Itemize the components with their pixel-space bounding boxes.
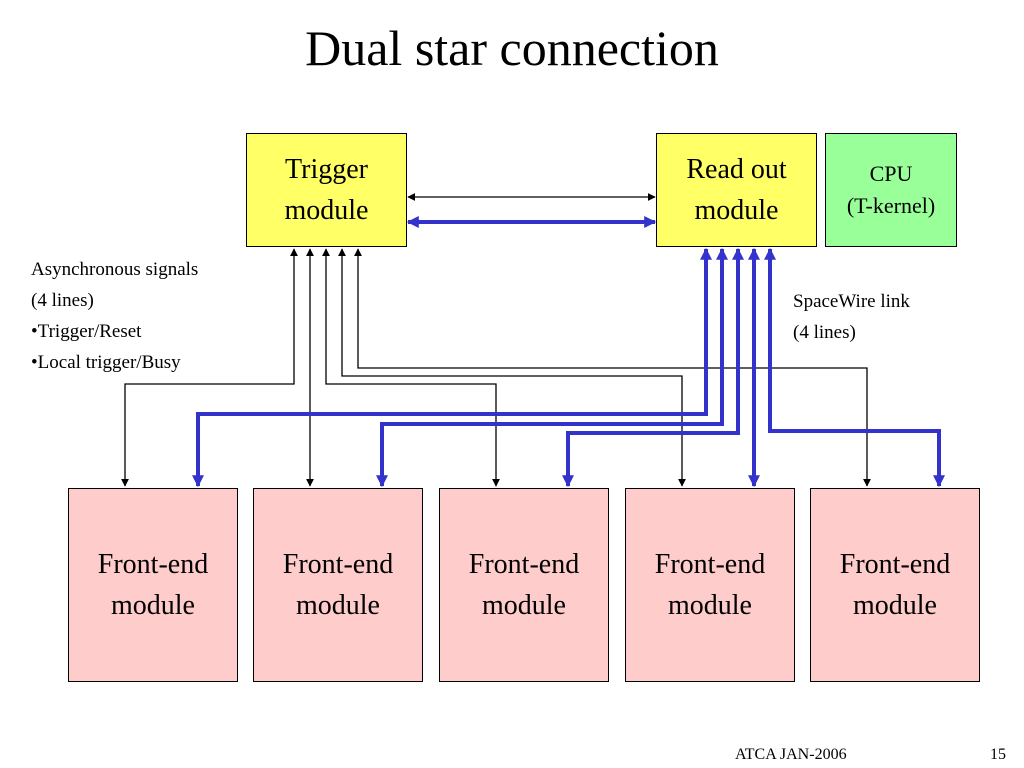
slide-title: Dual star connection — [305, 20, 719, 76]
spacewire-note-line: (4 lines) — [793, 322, 856, 343]
front-end-module-label: Front-end module — [839, 549, 951, 621]
cpu-module-label: CPU (T-kernel) — [846, 161, 936, 218]
front-end-module-3: Front-end module — [439, 488, 609, 682]
cpu-module-box: CPU (T-kernel) — [825, 133, 957, 247]
readout-module-label: Read out module — [686, 154, 787, 226]
front-end-module-1: Front-end module — [68, 488, 238, 682]
async-note-line: Asynchronous signals — [31, 259, 199, 280]
front-end-module-2: Front-end module — [253, 488, 423, 682]
spacewire-note: SpaceWire link (4 lines) — [793, 286, 910, 348]
front-end-module-label: Front-end module — [468, 549, 580, 621]
async-note-line: •Local trigger/Busy — [31, 352, 181, 373]
front-end-module-label: Front-end module — [97, 549, 209, 621]
spacewire-link-frontend-3 — [562, 247, 744, 488]
spacewire-link-frontend-5 — [764, 247, 945, 488]
async-note-line: (4 lines) — [31, 290, 94, 311]
readout-module-box: Read out module — [656, 133, 817, 247]
front-end-module-4: Front-end module — [625, 488, 795, 682]
async-note-line: •Trigger/Reset — [31, 321, 142, 342]
front-end-module-5: Front-end module — [810, 488, 980, 682]
front-end-module-label: Front-end module — [282, 549, 394, 621]
async-line-frontend-5 — [354, 248, 871, 487]
page-number: 15 — [990, 746, 1006, 763]
footer-event: ATCA JAN-2006 — [735, 746, 847, 763]
trigger-module-box: Trigger module — [246, 133, 407, 247]
front-end-module-label: Front-end module — [654, 549, 766, 621]
trigger-module-label: Trigger module — [284, 154, 369, 226]
spacewire-note-line: SpaceWire link — [793, 291, 910, 312]
async-signals-note: Asynchronous signals (4 lines) •Trigger/… — [31, 254, 198, 378]
